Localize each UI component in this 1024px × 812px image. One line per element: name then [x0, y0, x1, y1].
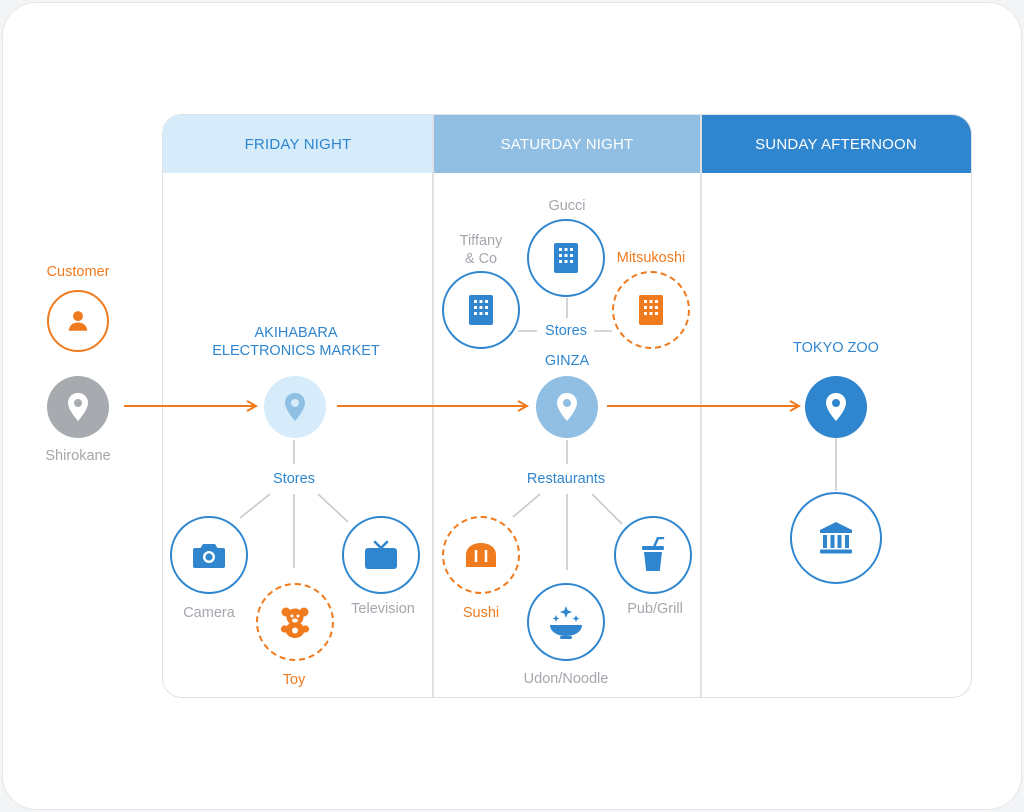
- teddy-bear-icon: [280, 607, 310, 638]
- gucci-label: Gucci: [548, 198, 586, 214]
- tiffany-label: Tiffany & Co: [459, 233, 503, 267]
- tokyo-zoo-label: TOKYO ZOO: [793, 340, 879, 356]
- location-pin-icon: [557, 393, 577, 421]
- camera-label: Camera: [183, 605, 235, 621]
- camera-node: [170, 516, 248, 594]
- noodle-bowl-icon: [550, 606, 582, 639]
- header-saturday: SATURDAY NIGHT: [433, 115, 701, 173]
- sushi-node: [442, 516, 520, 594]
- shirokane-node: [47, 376, 109, 438]
- friday-category-label: Stores: [273, 471, 315, 487]
- mitsukoshi-label: Mitsukoshi: [616, 250, 686, 266]
- connector-stores-camera: [239, 493, 271, 519]
- customer-label: Customer: [46, 264, 110, 280]
- header-friday-label: FRIDAY NIGHT: [244, 135, 352, 153]
- header-sunday: SUNDAY AFTERNOON: [701, 115, 971, 173]
- udon-node: [527, 583, 605, 661]
- sushi-label: Sushi: [462, 605, 500, 621]
- connector-restaurants-sushi: [512, 493, 541, 518]
- location-pin-icon: [285, 393, 305, 421]
- shirokane-label: Shirokane: [45, 448, 111, 464]
- building-icon: [554, 243, 578, 273]
- akihabara-label: AKIHABARA ELECTRONICS MARKET: [212, 325, 380, 359]
- connector-restaurants-pubgrill: [591, 493, 623, 525]
- header-saturday-label: SATURDAY NIGHT: [500, 135, 634, 153]
- mitsukoshi-node: [612, 271, 690, 349]
- toy-node: [256, 583, 334, 661]
- gucci-node: [527, 219, 605, 297]
- museum-icon: [820, 522, 852, 554]
- pubgrill-node: [614, 516, 692, 594]
- pubgrill-label: Pub/Grill: [627, 601, 683, 617]
- camera-icon: [193, 544, 225, 568]
- header-sunday-label: SUNDAY AFTERNOON: [755, 135, 917, 153]
- saturday-stores-label: Stores: [545, 323, 587, 339]
- connector-stores-television: [317, 493, 349, 523]
- tokyo-zoo-node: [805, 376, 867, 438]
- tiffany-node: [442, 271, 520, 349]
- location-pin-icon: [826, 393, 846, 421]
- television-icon: [365, 540, 397, 569]
- header-friday: FRIDAY NIGHT: [163, 115, 433, 173]
- television-label: Television: [351, 601, 415, 617]
- toy-label: Toy: [282, 672, 306, 688]
- building-icon: [639, 295, 663, 325]
- museum-node: [790, 492, 882, 584]
- location-pin-icon: [68, 393, 88, 421]
- udon-label: Udon/Noodle: [523, 671, 609, 687]
- building-icon: [469, 295, 493, 325]
- ginza-node: [536, 376, 598, 438]
- restaurants-label: Restaurants: [526, 471, 606, 487]
- customer-node: [47, 290, 109, 352]
- person-icon: [68, 311, 88, 331]
- drink-cup-icon: [642, 537, 665, 571]
- ginza-label: GINZA: [544, 353, 590, 369]
- sushi-icon: [466, 543, 496, 567]
- akihabara-node: [264, 376, 326, 438]
- television-node: [342, 516, 420, 594]
